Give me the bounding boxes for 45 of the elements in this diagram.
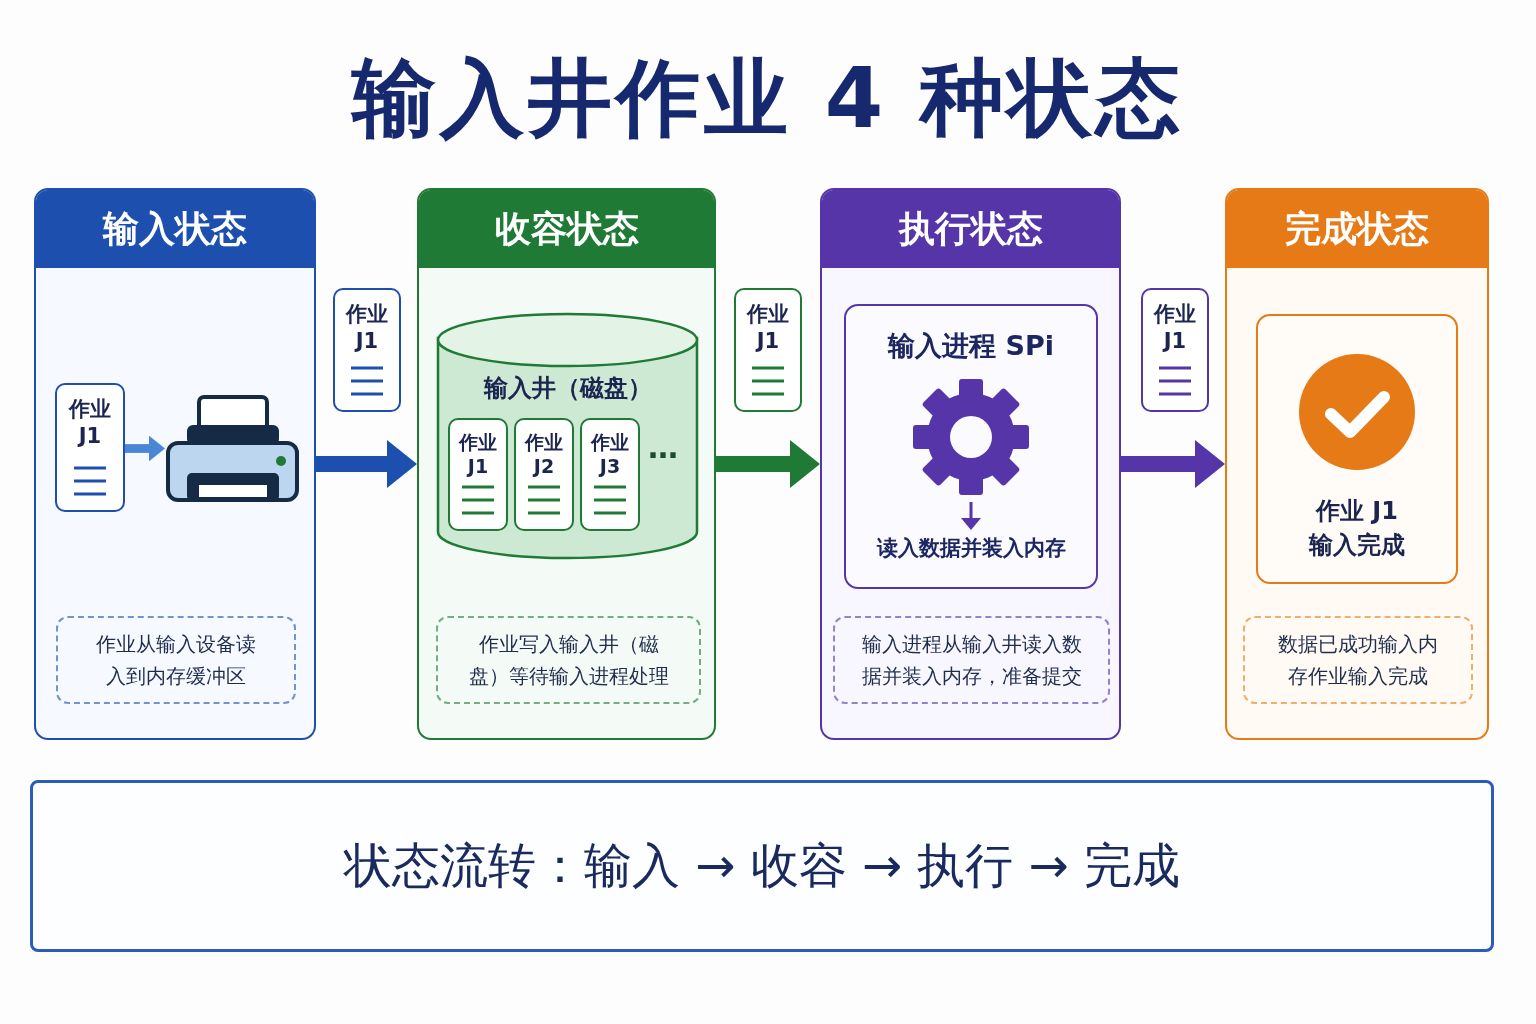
- flow-text: 状态流转：输入 → 收容 → 执行 → 完成: [343, 836, 1181, 895]
- job-label: 作业 J3: [589, 429, 630, 479]
- cylinder-label: 输入井（磁盘）: [482, 373, 653, 404]
- note-box: [436, 616, 701, 704]
- note-box: [1243, 616, 1473, 704]
- process-caption: 读入数据并装入内存: [875, 535, 1067, 562]
- state-panel: [1225, 188, 1489, 740]
- result-box: [1256, 314, 1458, 584]
- job-label: 作业 J2: [523, 429, 564, 479]
- note-text: 作业从输入设备读入到内存缓冲区: [95, 631, 257, 690]
- job-label: 作业 J1: [457, 429, 498, 479]
- note-text: 输入进程从输入井读入数据并装入内存，准备提交: [860, 631, 1083, 690]
- note-text: 作业写入输入井（磁盘）等待输入进程处理: [467, 631, 670, 690]
- panel-header: 完成状态: [1227, 190, 1487, 268]
- panel-header: 收容状态: [419, 190, 714, 268]
- job-card: [448, 418, 508, 531]
- arrow: [1121, 440, 1225, 488]
- note-text: 数据已成功输入内存作业输入完成: [1277, 631, 1439, 690]
- job-card: [333, 288, 401, 412]
- note-box: [833, 616, 1110, 704]
- panel-header: 输入状态: [36, 190, 314, 268]
- printer-icon: [165, 395, 300, 504]
- job-label: 作业 J1: [344, 300, 389, 355]
- panel-header: 执行状态: [822, 190, 1119, 268]
- arrow: [316, 440, 417, 488]
- flow-summary-box: [30, 780, 1494, 952]
- job-label: 作业 J1: [1152, 300, 1197, 355]
- arrow: [716, 440, 820, 488]
- job-card: [1141, 288, 1209, 412]
- job-card: [734, 288, 802, 412]
- state-panel: [417, 188, 716, 740]
- state-panel: [34, 188, 316, 740]
- state-panel: [820, 188, 1121, 740]
- result-text: 作业 J1输入完成: [1307, 496, 1406, 561]
- more-indicator: …: [648, 430, 678, 465]
- process-title: 输入进程 SPi: [886, 329, 1055, 363]
- job-card: [580, 418, 640, 531]
- job-card: [55, 383, 125, 512]
- job-label: 作业 J1: [67, 395, 112, 450]
- note-box: [56, 616, 296, 704]
- job-card: [514, 418, 574, 531]
- diagram-title: 输入井作业 4 种状态: [350, 48, 1186, 149]
- arrow: [125, 435, 165, 462]
- process-box: [844, 304, 1098, 589]
- job-label: 作业 J1: [745, 300, 790, 355]
